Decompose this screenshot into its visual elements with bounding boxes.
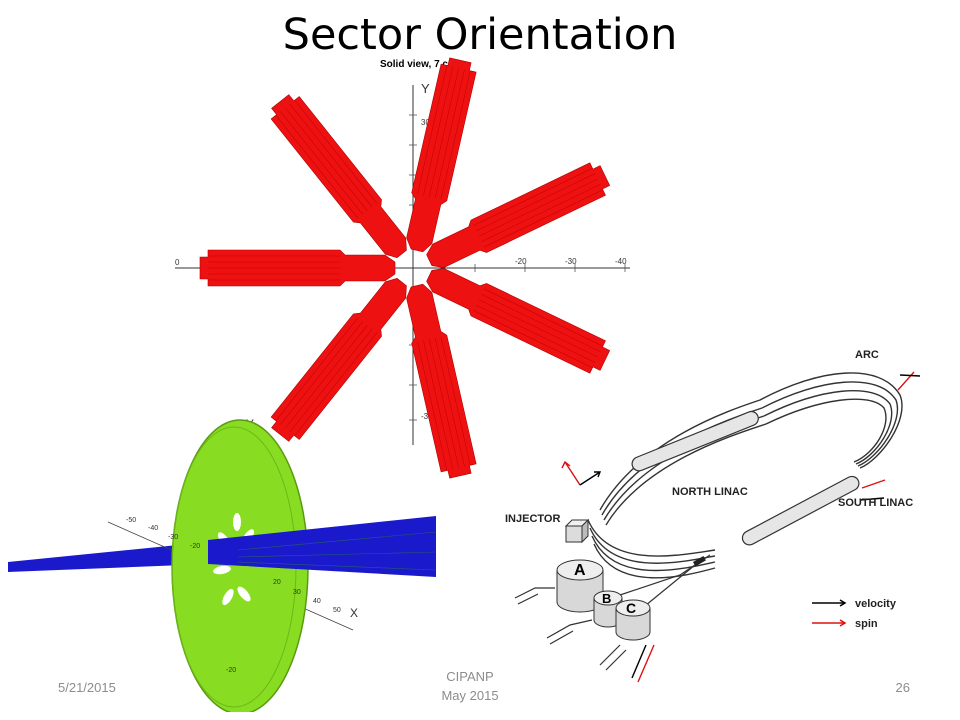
disk-tick-label: 30	[293, 589, 301, 596]
accelerator-schematic: A B C ARC NORTH LINAC SOUTH LINAC INJECT…	[505, 349, 921, 683]
south-linac	[741, 475, 860, 546]
legend-velocity: velocity	[855, 598, 897, 610]
injector-label: INJECTOR	[505, 513, 560, 525]
coil-arm	[406, 283, 477, 479]
footer-center: CIPANP May 2015	[400, 667, 540, 705]
legend: velocity spin	[812, 598, 897, 630]
coil-view-caption: Solid view, 7 coils	[380, 59, 466, 70]
target-disk-view: Y X -50 -40 -30 -20 20 30 40 50 -20	[8, 417, 436, 712]
coil-y-label: Y	[421, 81, 430, 96]
hall-c: C	[615, 599, 651, 641]
disk-tick-label: -20	[226, 667, 236, 674]
coil-tick-label: 30	[421, 118, 430, 127]
coil-arm	[270, 278, 407, 442]
slide-title: Sector Orientation	[282, 10, 678, 60]
coil-arm	[426, 162, 611, 268]
coil-solid-view: Solid view, 7 coils Y 30 -20 -30 -40 0 -…	[175, 55, 635, 490]
disk-tick-label: -50	[126, 517, 136, 524]
coil-tick-label: -30	[421, 412, 433, 421]
disk-tick-label: -30	[168, 534, 178, 541]
disk-tick-label: -40	[148, 525, 158, 532]
footer-date: 5/21/2015	[58, 680, 116, 695]
hall-c-label: C	[626, 600, 636, 616]
footer-conference: CIPANP	[446, 669, 494, 684]
hall-a-label: A	[574, 562, 586, 579]
hall-b: B	[593, 590, 623, 628]
legend-spin: spin	[855, 618, 878, 630]
footer-month: May 2015	[441, 688, 499, 703]
injector-block	[564, 518, 590, 544]
coil-tick-label: 0	[175, 258, 180, 267]
disk-tick-label: 50	[333, 607, 341, 614]
coil-tick-label: -30	[565, 257, 577, 266]
coil-arm	[426, 268, 611, 374]
coil-arm	[199, 249, 396, 287]
north-linac	[631, 410, 759, 472]
disk-tick-label: 40	[313, 598, 321, 605]
coil-arm	[406, 57, 477, 253]
arc-label: ARC	[855, 349, 879, 361]
south-linac-label: SOUTH LINAC	[838, 497, 913, 509]
beam-cone-right	[208, 516, 436, 577]
spin-velocity-arrows	[561, 371, 921, 683]
coil-tick-label: -20	[515, 257, 527, 266]
hall-b-label: B	[602, 591, 611, 606]
page-number: 26	[895, 680, 910, 695]
coil-tick-label: -40	[615, 257, 627, 266]
beam-cone-left	[8, 542, 208, 572]
coil-arm	[270, 94, 407, 258]
disk-x-label: X	[350, 606, 358, 620]
disk-tick-label: -20	[190, 543, 200, 550]
north-linac-label: NORTH LINAC	[672, 486, 748, 498]
hall-a: A	[556, 559, 604, 613]
disk-tick-label: 20	[273, 579, 281, 586]
